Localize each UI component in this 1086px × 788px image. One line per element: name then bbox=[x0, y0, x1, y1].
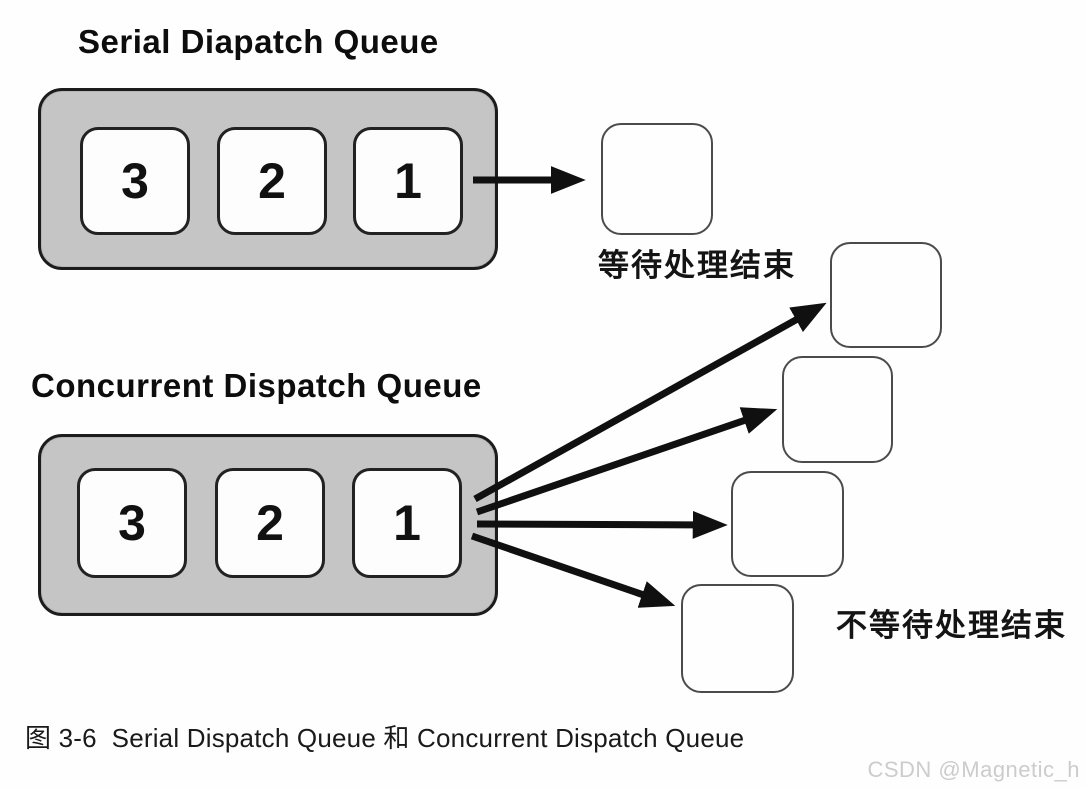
concurrent-dispatch-arrow-4-icon bbox=[470, 532, 676, 608]
concurrent-task-1-label: 1 bbox=[393, 495, 421, 551]
concurrent-task-2: 2 bbox=[215, 468, 325, 578]
concurrent-result-box-1 bbox=[830, 242, 942, 348]
concurrent-dispatch-arrow-2-icon bbox=[475, 407, 778, 516]
figure-caption: 图 3-6 Serial Dispatch Queue 和 Concurrent… bbox=[25, 723, 745, 753]
serial-task-3-label: 3 bbox=[121, 153, 149, 209]
serial-task-1: 1 bbox=[353, 127, 463, 235]
concurrent-task-3-label: 3 bbox=[118, 495, 146, 551]
serial-result-label: 等待处理结束 bbox=[598, 248, 796, 283]
concurrent-task-3: 3 bbox=[77, 468, 187, 578]
concurrent-result-box-2 bbox=[782, 356, 893, 463]
watermark-text: CSDN @Magnetic_h bbox=[867, 757, 1080, 782]
concurrent-result-label: 不等待处理结束 bbox=[836, 608, 1067, 643]
concurrent-result-box-3 bbox=[731, 471, 844, 577]
concurrent-task-1: 1 bbox=[352, 468, 462, 578]
concurrent-result-box-4 bbox=[681, 584, 794, 693]
concurrent-queue-title: Concurrent Dispatch Queue bbox=[31, 367, 482, 404]
serial-task-1-label: 1 bbox=[394, 153, 422, 209]
concurrent-task-2-label: 2 bbox=[256, 495, 284, 551]
serial-task-2-label: 2 bbox=[258, 153, 286, 209]
serial-task-2: 2 bbox=[217, 127, 327, 235]
serial-queue-title: Serial Diapatch Queue bbox=[78, 23, 439, 60]
concurrent-dispatch-arrow-3-icon bbox=[476, 510, 728, 539]
serial-task-3: 3 bbox=[80, 127, 190, 235]
serial-result-box bbox=[601, 123, 713, 235]
